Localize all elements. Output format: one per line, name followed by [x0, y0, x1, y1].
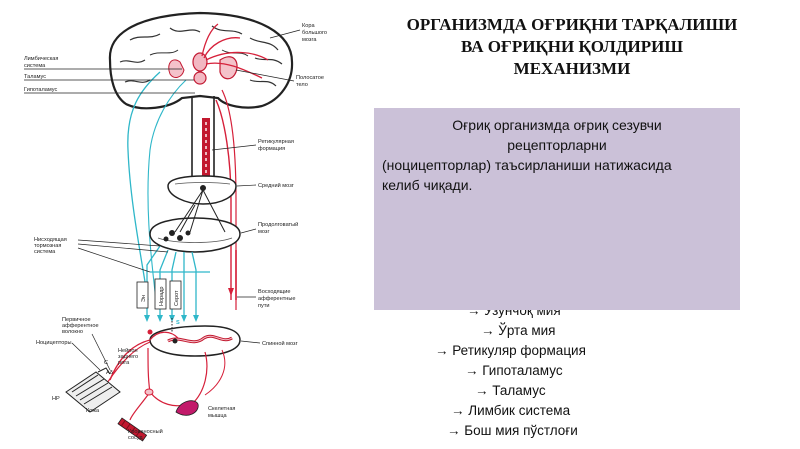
pathway-step-reticular: → Ретикуляр формация: [435, 343, 586, 358]
label-striatum: Полосатое: [296, 75, 324, 81]
label-blood-vessel-2: сосуд: [128, 435, 143, 441]
label-primary-fiber-3: волокно: [62, 329, 83, 335]
pathway-step-thalamus: → Таламус: [475, 383, 546, 398]
right-labels: Кора большого мозга Полосатое тело Ретик…: [208, 23, 327, 419]
label-cortex: Кора: [302, 23, 315, 29]
skeletal-muscle: [175, 400, 199, 416]
label-medulla: Продолговатый: [258, 221, 298, 228]
thalamus-shape: [192, 52, 208, 72]
pathway-step-cortex: → Бош мия пўстлоғи: [447, 423, 578, 438]
spinal-cord: [149, 325, 241, 357]
label-blood-vessel: Кровеносный: [128, 428, 163, 435]
label-descending-3: система: [34, 249, 56, 255]
label-midbrain: Средний мозг: [258, 182, 294, 189]
dorsal-ganglion: [144, 388, 154, 396]
title-line-3: МЕХАНИЗМИ: [513, 59, 631, 78]
midbrain: [167, 175, 237, 205]
label-nociceptors: Ноцицепторы: [36, 340, 72, 346]
medulla: [149, 217, 241, 253]
label-spinal-cord: Спинной мозг: [262, 340, 298, 347]
box-line-2: рецепторларни: [507, 137, 607, 153]
mediator-boxes: Эн Норадр Серот: [136, 278, 182, 310]
label-ascending-2: афферентные: [258, 296, 296, 302]
label-c-fiber: C: [104, 360, 108, 366]
box-line-1: Оғриқ организмда оғриқ сезувчи: [452, 117, 662, 133]
pain-pathway-list: → Узунчоқ мия → Ўрта мия → Ретикуляр фор…: [420, 301, 620, 441]
title-line-1: ОРГАНИЗМДА ОҒРИҚНИ ТАРҚАЛИШИ: [406, 15, 738, 34]
label-cortex-3: мозга: [302, 37, 317, 43]
label-hypothalamus: Гипоталамус: [24, 87, 57, 93]
definition-box: Оғриқ организмда оғриқ сезувчи рецепторл…: [374, 108, 740, 310]
left-labels: Лимбическая система Таламус Гипоталамус …: [24, 56, 195, 441]
label-skeletal-muscle-2: мышца: [208, 413, 228, 419]
skin-illustration: [65, 367, 121, 413]
box-line-3: (ноцицепторлар) таъсирланиши натижасида: [382, 157, 672, 173]
mediator-enkephalin: Эн: [141, 295, 147, 302]
pathway-step-hypothalamus: → Гипоталамус: [465, 363, 563, 378]
label-thalamus: Таламус: [24, 74, 46, 80]
mediator-noradrenaline: Норадр: [159, 287, 165, 306]
brain: [108, 11, 294, 188]
label-dorsal-horn-neuron-2: заднего: [118, 354, 138, 360]
label-dorsal-horn-neuron: Нейрон: [118, 347, 138, 354]
label-primary-fiber-2: афферентное: [62, 323, 99, 329]
label-descending-2: тормозная: [34, 243, 61, 249]
label-striatum-2: тело: [296, 82, 308, 88]
label-descending: Нисходящая: [34, 237, 67, 243]
pathway-step-midbrain: → Ўрта мия: [481, 323, 556, 338]
title-line-2: ВА ОҒРИҚНИ ҚОЛДИРИШ: [460, 37, 684, 56]
blood-vessel: [117, 417, 148, 442]
label-limbic-2: система: [24, 63, 46, 69]
label-ascending: Восходящие: [258, 289, 291, 295]
slide-title: ОРГАНИЗМДА ОҒРИҚНИ ТАРҚАЛИШИ ВА ОҒРИҚНИ …: [372, 14, 772, 80]
label-skin: Кожа: [86, 408, 100, 414]
mediator-serotonin: Серот: [174, 290, 180, 306]
label-limbic: Лимбическая: [24, 56, 58, 62]
label-dorsal-horn-neuron-3: рога: [118, 360, 130, 366]
label-primary-fiber: Первичное: [62, 317, 91, 323]
pathway-step-limbic: → Лимбик система: [451, 403, 571, 418]
hypothalamus-shape: [193, 71, 207, 85]
svg-text:S: S: [176, 320, 180, 326]
label-reticular: Ретикулярная: [258, 139, 294, 145]
label-hp: HP: [52, 396, 60, 402]
striatum-shape: [219, 56, 238, 80]
label-medulla-2: мозг: [258, 229, 270, 235]
label-ad-fiber: Aδ: [106, 370, 113, 376]
label-reticular-2: формация: [258, 146, 285, 152]
box-line-4: келиб чиқади.: [382, 177, 473, 193]
label-skeletal-muscle: Скелетная: [208, 406, 235, 412]
label-cortex-2: большого: [302, 30, 327, 36]
label-ascending-3: пути: [258, 303, 270, 309]
